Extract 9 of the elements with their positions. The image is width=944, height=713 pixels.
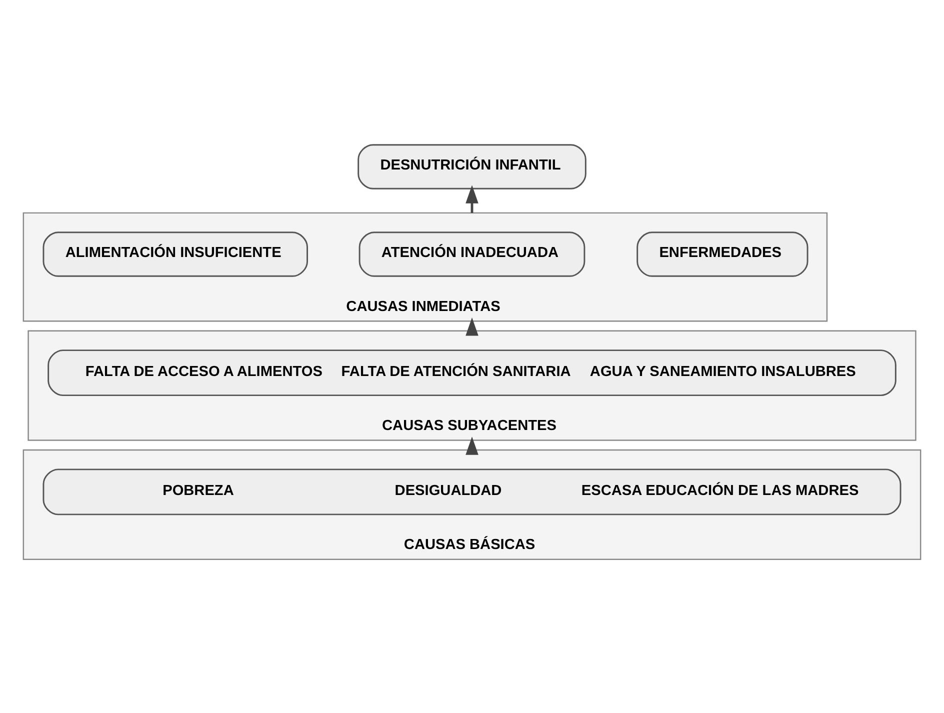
node-box: ATENCIÓN INADECUADA bbox=[358, 231, 586, 276]
arrow bbox=[466, 436, 478, 454]
node-box: ALIMENTACIÓN INSUFICIENTE bbox=[42, 231, 308, 276]
node-box: POBREZA DESIGUALDAD ESCASA EDUCACIÓN DE LAS MADRES bbox=[42, 468, 902, 515]
node-box: DESNUTRICIÓN INFANTIL bbox=[358, 144, 586, 189]
node-box: ENFERMEDADES bbox=[636, 231, 808, 276]
arrow bbox=[466, 316, 478, 336]
arrow bbox=[466, 184, 478, 212]
node-box: FALTA DE ACCESO A ALIMENTOS FALTA DE ATENCIÓN SANITARIA AGUA Y SANEAMIENTO INSALUBRES bbox=[48, 349, 896, 396]
